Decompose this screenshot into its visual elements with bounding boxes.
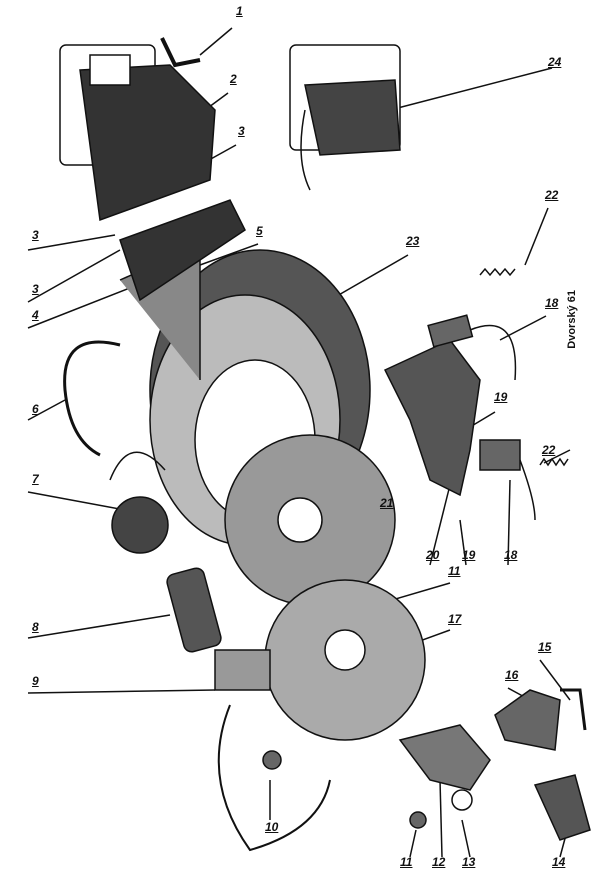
part-label-12: 12 (432, 855, 446, 869)
spring-22-top (479, 267, 516, 277)
part-label-3: 3 (32, 282, 39, 296)
cable-6 (63, 340, 121, 457)
part-label-7: 7 (32, 472, 39, 486)
leader-lines (27, 27, 571, 858)
part-label-9: 9 (32, 674, 39, 688)
terminal-block-24 (289, 44, 401, 191)
part-label-18: 18 (504, 548, 518, 562)
part-label-6: 6 (32, 402, 39, 416)
part-label-1: 1 (236, 4, 243, 18)
bracket-1 (160, 37, 201, 68)
part-label-5: 5 (256, 224, 263, 238)
part-label-17: 17 (448, 612, 462, 626)
part-label-13: 13 (462, 855, 476, 869)
part-label-18: 18 (545, 296, 559, 310)
screw-11 (409, 811, 427, 829)
part-label-22: 22 (545, 188, 559, 202)
spring-22-right (539, 457, 569, 467)
lever-16 (494, 689, 561, 751)
part-label-10: 10 (265, 820, 279, 834)
capacitor-7-lead (109, 451, 166, 481)
washer-13 (451, 789, 473, 811)
artist-signature: Dvorský 61 (566, 290, 578, 349)
part-label-22: 22 (542, 443, 556, 457)
part-label-21: 21 (380, 496, 394, 510)
terminal-block-2 (59, 44, 216, 222)
part-label-8: 8 (32, 620, 39, 634)
part-label-16: 16 (505, 668, 519, 682)
capacitor-8 (166, 567, 222, 653)
plate-21-hole (277, 497, 323, 543)
part-label-2: 2 (230, 72, 237, 86)
part-label-3: 3 (238, 124, 245, 138)
contact-set-12-13 (398, 724, 491, 791)
capacitor-7 (111, 496, 169, 554)
plate-17-hole (324, 629, 366, 671)
brush-18-bottom-lead (519, 459, 536, 521)
contact-14 (533, 774, 591, 841)
brush-18-top (427, 314, 474, 348)
brush-18-top-lead (469, 324, 517, 381)
part-label-20: 20 (426, 548, 440, 562)
part-label-14: 14 (552, 855, 566, 869)
part-label-4: 4 (32, 308, 39, 322)
clamp-9 (214, 649, 271, 691)
part-label-3: 3 (32, 228, 39, 242)
screw-10 (262, 750, 282, 770)
cable-9 (217, 704, 331, 852)
part-label-19: 19 (462, 548, 476, 562)
part-label-11: 11 (448, 564, 461, 578)
part-label-15: 15 (538, 640, 552, 654)
part-label-19: 19 (494, 390, 508, 404)
part-label-24: 24 (548, 55, 562, 69)
brush-18-bottom (479, 439, 521, 471)
bracket-4-5 (119, 199, 246, 302)
clip-15 (560, 688, 587, 731)
part-label-23: 23 (406, 234, 420, 248)
part-label-11: 11 (400, 855, 413, 869)
brush-holder-19 (383, 339, 481, 497)
